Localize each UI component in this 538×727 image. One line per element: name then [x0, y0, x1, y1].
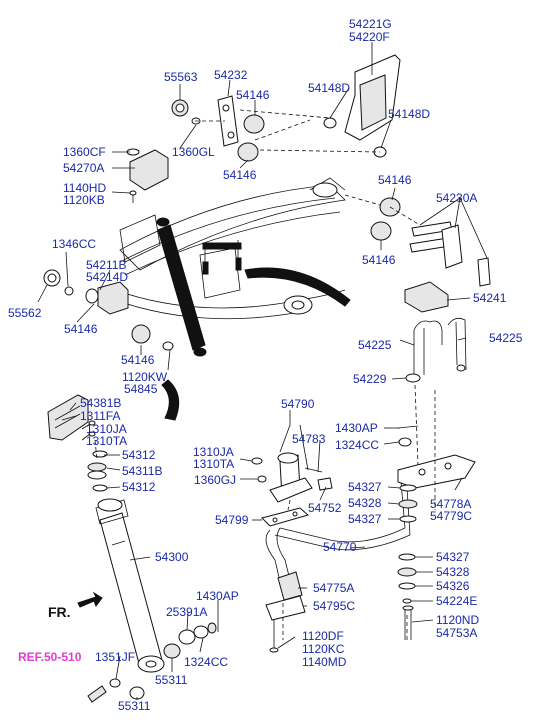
label-54148D-left: 54148D: [308, 81, 350, 95]
label-1324CC-upper: 1324CC: [335, 438, 379, 452]
reference-label: REF.50-510: [18, 650, 82, 664]
label-54312-lower: 54312: [122, 480, 156, 494]
label-25391A: 25391A: [166, 605, 207, 619]
label-54241: 54241: [473, 291, 507, 305]
label-1120KW: 1120KW: [122, 370, 168, 384]
label-54327-c: 54327: [436, 550, 470, 564]
label-1324CC-lower: 1324CC: [184, 655, 228, 669]
label-54770: 54770: [323, 540, 357, 554]
dashed-leaders: [94, 109, 436, 640]
label-54230A: 54230A: [436, 191, 477, 205]
label-55311-left: 55311: [118, 699, 151, 713]
bar-bushing-clamp: [265, 571, 306, 653]
label-1140HD: 1140HD: [63, 181, 106, 195]
label-54146-shackle-bottom: 54146: [362, 253, 396, 267]
leaf-spring-assembly: [114, 177, 351, 320]
label-1430AP-upper: 1430AP: [335, 421, 378, 435]
label-54300: 54300: [155, 550, 189, 564]
label-1351JF: 1351JF: [95, 650, 135, 664]
front-direction-arrow: [77, 591, 103, 608]
label-54146-front: 54146: [64, 322, 98, 336]
upper-bracket: [126, 148, 169, 203]
link-plate: [261, 507, 310, 527]
label-54146-upper-left: 54146: [223, 168, 257, 182]
label-55563: 55563: [164, 70, 198, 84]
label-1360GL: 1360GL: [172, 145, 215, 159]
label-54778A: 54778A: [430, 497, 471, 511]
label-54752: 54752: [308, 501, 342, 515]
part-labels: 54221G 54220F 55563 54232 54148D 54146 5…: [8, 17, 523, 713]
u-bolt-assembly: [404, 281, 467, 383]
label-54214D: 54214D: [86, 270, 128, 284]
label-55311-right: 55311: [155, 673, 188, 687]
label-1311FA: 1311FA: [80, 409, 120, 423]
label-54799: 54799: [215, 513, 249, 527]
label-54327-b: 54327: [348, 512, 382, 526]
label-54790: 54790: [281, 397, 315, 411]
label-1120KB: 1120KB: [63, 193, 105, 207]
label-54225-right: 54225: [489, 331, 523, 345]
label-54225-left: 54225: [358, 338, 392, 352]
label-1310TA-upper: 1310TA: [86, 434, 127, 448]
label-54221G: 54221G: [349, 17, 392, 31]
label-54779C: 54779C: [430, 509, 472, 523]
label-54845: 54845: [124, 382, 158, 396]
lower-bushing-parts: [87, 616, 219, 703]
label-54211B: 54211B: [86, 258, 126, 272]
label-54220F: 54220F: [349, 30, 390, 44]
label-1360CF: 1360CF: [63, 145, 106, 159]
label-54229: 54229: [353, 372, 387, 386]
label-1360GJ: 1360GJ: [194, 473, 236, 487]
label-1120ND: 1120ND: [436, 613, 479, 627]
label-54328-a: 54328: [348, 496, 382, 510]
label-1310JA-lower: 1310JA: [193, 445, 234, 459]
label-54327-a: 54327: [348, 480, 382, 494]
stabilizer-bracket: [397, 454, 476, 489]
label-1310TA-lower: 1310TA: [193, 457, 234, 471]
label-54146-shackle-top: 54146: [378, 173, 412, 187]
label-55562: 55562: [8, 306, 42, 320]
front-bushing-parts: [43, 269, 174, 351]
label-54146-lower-front: 54146: [121, 353, 155, 367]
label-1120DF: 1120DF: [302, 629, 344, 643]
spring-hanger: [323, 54, 401, 158]
right-washer-stack-upper: [398, 484, 418, 523]
label-1346CC: 1346CC: [52, 237, 96, 251]
label-1120KC: 1120KC: [302, 642, 345, 656]
label-1140MD: 1140MD: [302, 655, 347, 669]
label-54775A: 54775A: [313, 581, 354, 595]
front-label: FR.: [48, 604, 71, 620]
label-54312-upper: 54312: [122, 448, 156, 462]
label-54795C: 54795C: [313, 599, 355, 613]
shackle-upper-parts: [171, 95, 265, 162]
shock-absorber-upper: [156, 217, 207, 421]
label-54753A: 54753A: [436, 626, 477, 640]
label-54381B: 54381B: [80, 396, 121, 410]
shock-absorber: [95, 498, 165, 673]
label-1430AP-lower: 1430AP: [196, 589, 239, 603]
label-54232: 54232: [214, 68, 248, 82]
shock-bushings: [87, 450, 108, 492]
label-54270A: 54270A: [63, 161, 104, 175]
solid-leaders: [37, 42, 488, 700]
label-54148D-right: 54148D: [388, 107, 430, 121]
label-54224E: 54224E: [436, 594, 477, 608]
label-54783: 54783: [292, 432, 326, 446]
label-54328-b: 54328: [436, 565, 470, 579]
label-54311B: 54311B: [122, 464, 162, 478]
label-54146-top: 54146: [236, 88, 270, 102]
right-washer-stack-lower: [397, 553, 417, 640]
label-1310JA-upper: 1310JA: [86, 422, 127, 436]
label-54326: 54326: [436, 579, 470, 593]
shackle: [370, 197, 491, 287]
